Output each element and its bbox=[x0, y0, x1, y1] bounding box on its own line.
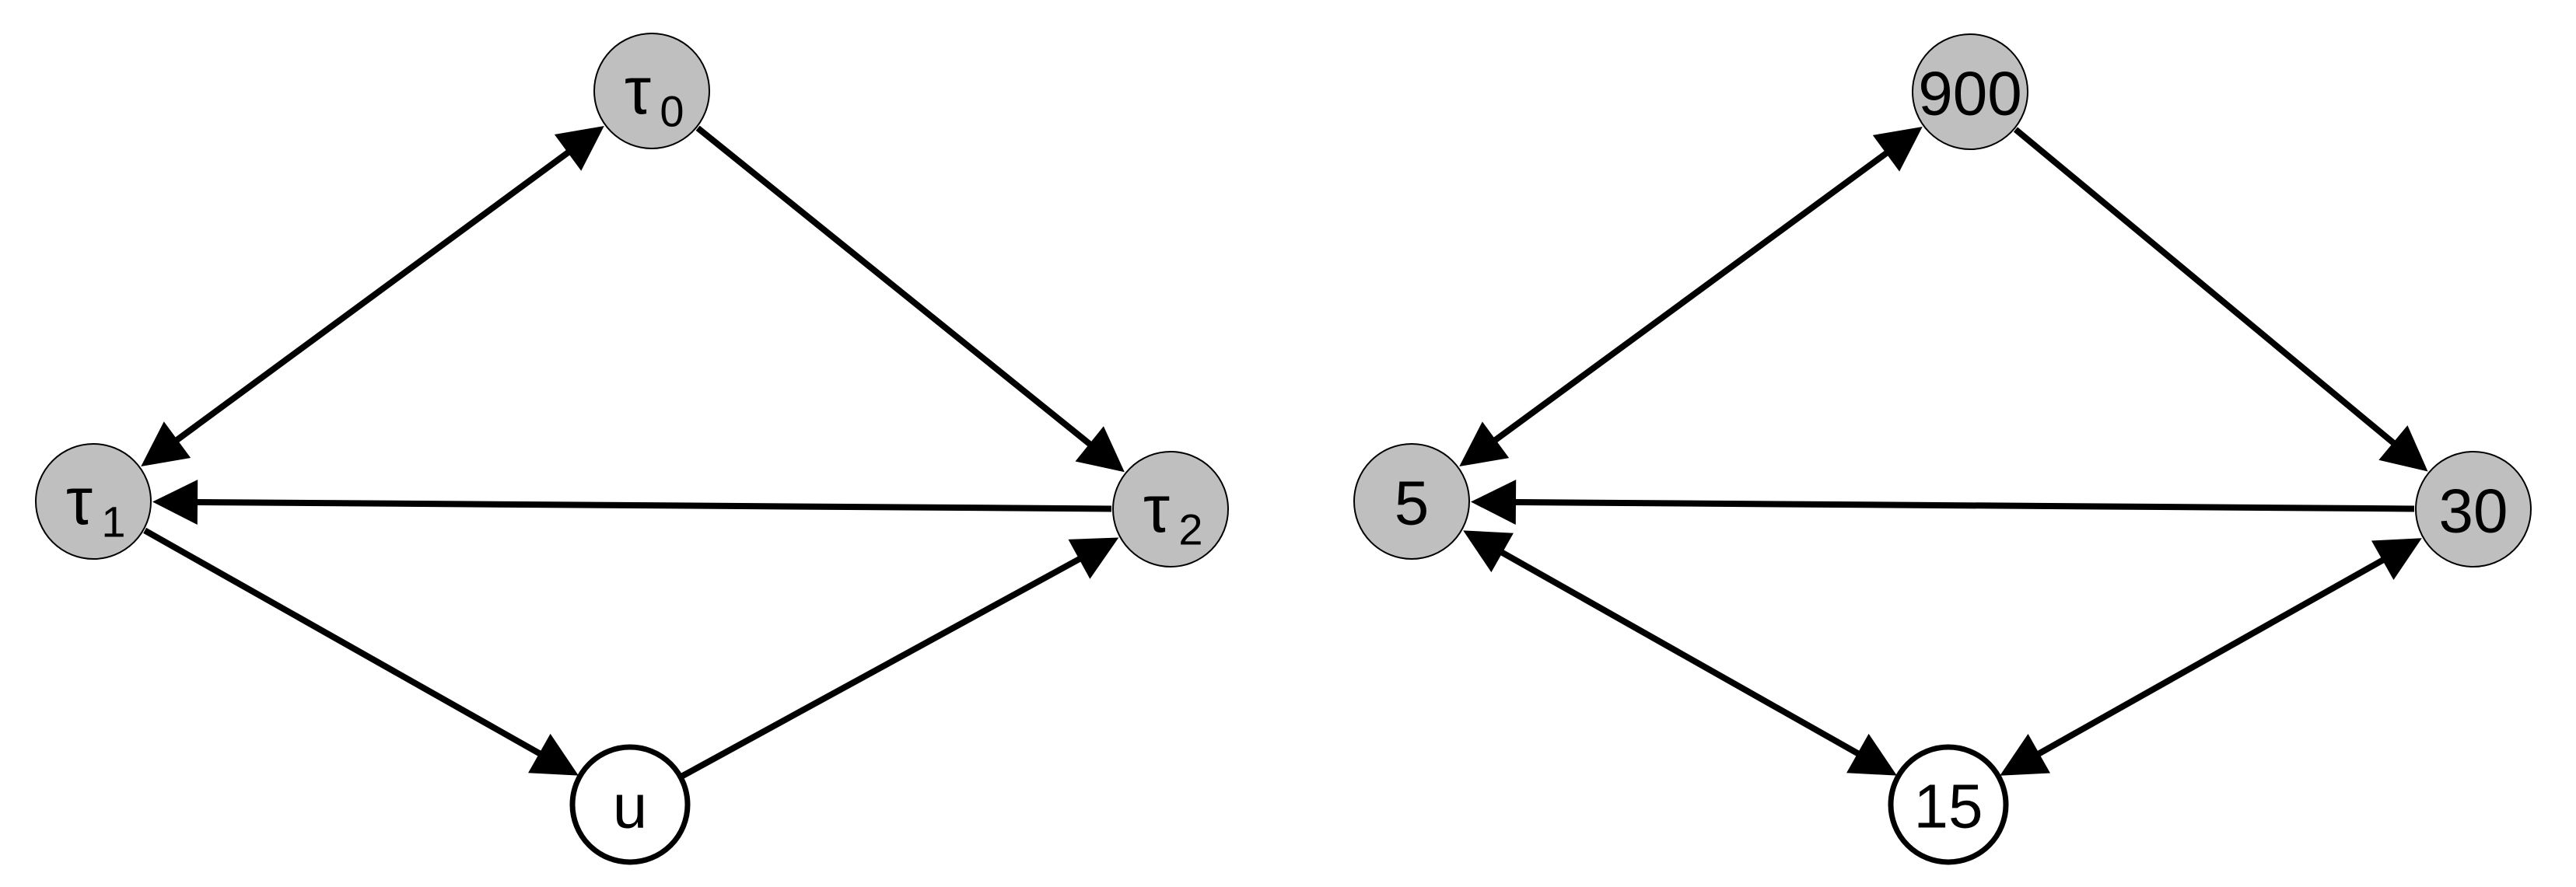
arrowhead-icon-t0-t2-to bbox=[1075, 426, 1125, 473]
edge-line-t1-u bbox=[143, 527, 549, 761]
node-shape-t0[interactable] bbox=[593, 33, 710, 149]
edge-line-t1-t0 bbox=[168, 145, 577, 448]
edge-line-n30-n5 bbox=[1507, 498, 2415, 512]
node-subscript-t1: 1 bbox=[101, 498, 125, 547]
node-subscript-t2: 2 bbox=[1178, 505, 1202, 554]
node-label-t1: τ bbox=[66, 464, 93, 539]
node-shape-n30[interactable] bbox=[2415, 451, 2532, 567]
arrowhead-icon-n900-n30-to bbox=[2378, 425, 2428, 472]
edge-n5-n15 bbox=[1463, 530, 1897, 776]
node-n30[interactable]: 30 bbox=[2415, 451, 2532, 567]
arrowhead-icon-n30-n5-to bbox=[1470, 479, 1517, 525]
edge-n5-n900 bbox=[1459, 126, 1923, 467]
arrowhead-icon-n5-n900-to bbox=[1872, 126, 1923, 172]
node-u[interactable]: u bbox=[569, 744, 691, 865]
edge-line-u-t2 bbox=[680, 552, 1089, 780]
arrowhead-icon-n5-n15-to bbox=[1846, 733, 1897, 776]
node-shape-t2[interactable] bbox=[1112, 451, 1229, 567]
edge-t2-t1 bbox=[152, 479, 1112, 525]
node-shape-u[interactable] bbox=[569, 744, 691, 865]
arrowhead-icon-t1-t0-to bbox=[554, 126, 604, 171]
node-n5[interactable]: 5 bbox=[1353, 443, 1470, 560]
edge-n900-n30 bbox=[2013, 127, 2428, 472]
node-label-n30: 30 bbox=[2439, 477, 2508, 546]
node-shape-n900[interactable] bbox=[1912, 33, 2028, 150]
arrowhead-icon-n15-n30-from bbox=[2000, 733, 2050, 776]
arrowhead-icon-t1-u-to bbox=[528, 733, 579, 776]
node-label-t0: τ bbox=[625, 54, 651, 128]
arrowhead-icon-n15-n30-to bbox=[2371, 538, 2422, 581]
node-label-u: u bbox=[613, 772, 648, 841]
edge-line-t0-t2 bbox=[695, 125, 1099, 452]
edge-line-n900-n30 bbox=[2013, 127, 2403, 451]
edge-t0-t2 bbox=[695, 125, 1125, 473]
edge-line-n15-n30 bbox=[2029, 553, 2392, 761]
arrowhead-icon-u-t2-to bbox=[1068, 537, 1119, 579]
arrowhead-icon-n5-n900-from bbox=[1459, 421, 1510, 467]
arrowhead-icon-n5-n15-from bbox=[1463, 530, 1514, 573]
edge-n15-n30 bbox=[2000, 538, 2422, 776]
node-shape-t1[interactable] bbox=[35, 443, 152, 560]
node-label-n900: 900 bbox=[1918, 59, 2021, 128]
edge-u-t2 bbox=[680, 537, 1119, 780]
node-n900[interactable]: 900 bbox=[1912, 33, 2028, 150]
node-n15[interactable]: 15 bbox=[1888, 744, 2009, 865]
arrowhead-icon-t2-t1-to bbox=[152, 479, 198, 525]
edge-line-n5-n900 bbox=[1486, 145, 1895, 448]
edge-t1-t0 bbox=[141, 126, 604, 466]
node-label-n15: 15 bbox=[1914, 772, 1983, 841]
node-shape-n15[interactable] bbox=[1888, 744, 2009, 865]
edge-n30-n5 bbox=[1470, 479, 2415, 525]
node-subscript-t0: 0 bbox=[660, 87, 684, 136]
arrowhead-icon-t1-t0-from bbox=[141, 421, 191, 466]
node-shape-n5[interactable] bbox=[1353, 443, 1470, 560]
node-label-t2: τ bbox=[1143, 472, 1170, 547]
edge-line-t2-t1 bbox=[188, 498, 1112, 512]
edge-t1-u bbox=[143, 527, 579, 776]
edges-layer bbox=[141, 125, 2428, 780]
node-label-n5: 5 bbox=[1395, 469, 1430, 538]
edge-line-n5-n15 bbox=[1493, 545, 1867, 761]
